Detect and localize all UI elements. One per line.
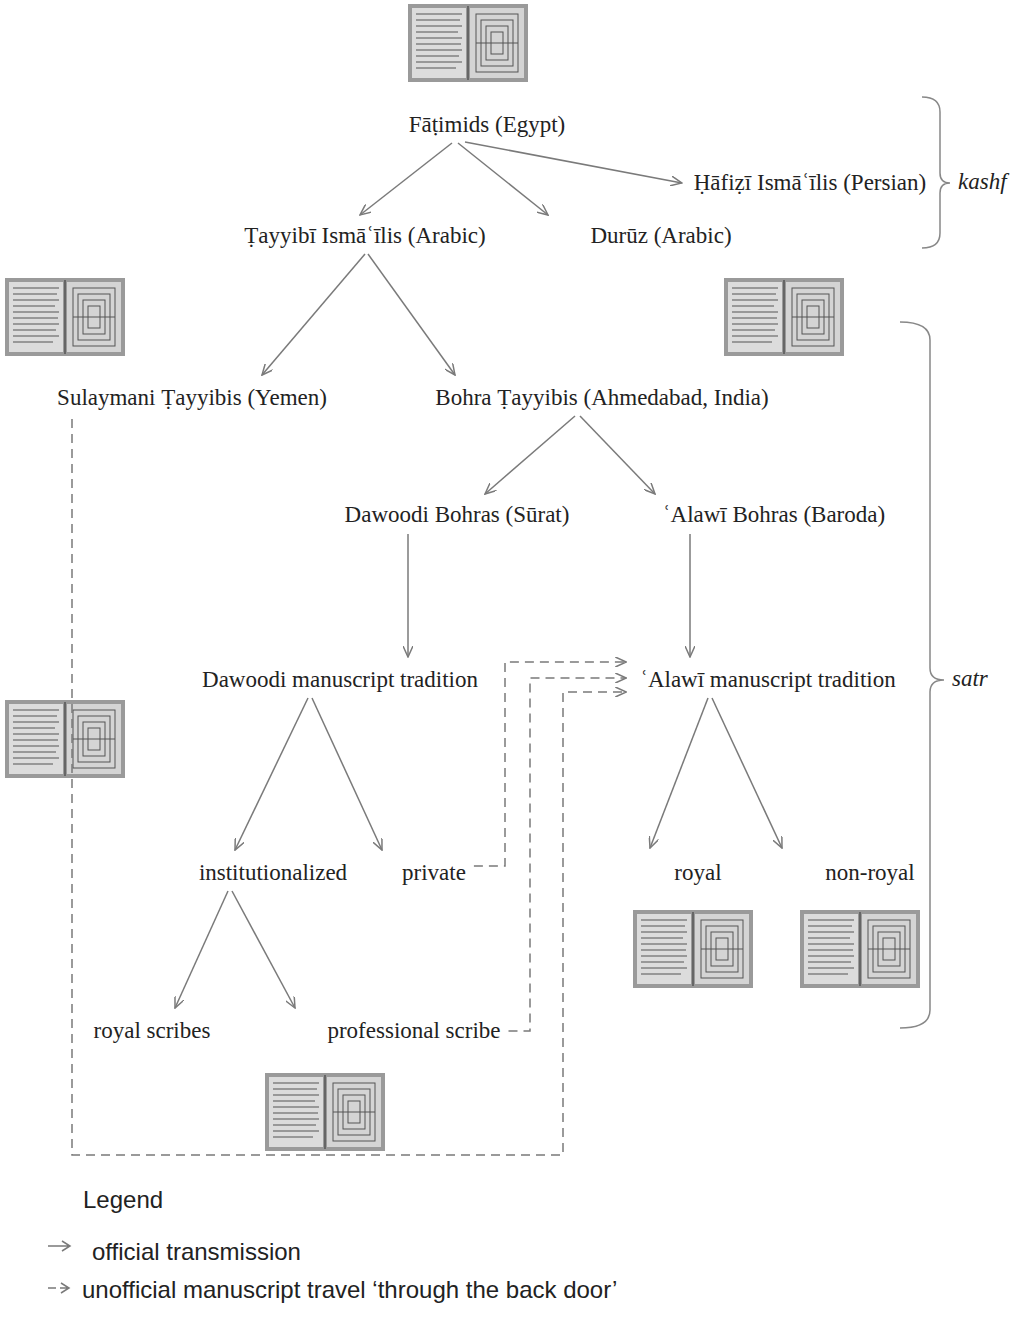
branch-node: Durūz (Arabic) [586,221,735,251]
category-node: royal [670,858,725,888]
manuscript-image [724,278,844,356]
branch-node: Sulaymani Ṭayyibis (Yemen) [53,383,331,413]
transmission-arrow [407,534,409,657]
node-text: professional scribe [327,1018,500,1043]
node-text: Ḥāfiẓī Ismāʿīlis (Persian) [694,170,926,195]
transmission-arrow [580,416,655,494]
transmission-arrow [689,534,691,657]
legend-text: unofficial manuscript travel ‘through th… [82,1276,617,1304]
transmission-arrow [175,891,228,1008]
category-node: royal scribes [90,1016,215,1046]
legend-text: official transmission [92,1238,301,1266]
phase-label: kashf [956,169,1009,195]
node-text: Durūz (Arabic) [590,223,731,248]
category-node: institutionalized [195,858,351,888]
transmission-arrow [232,891,295,1008]
branch-node: ʿAlawī Bohras (Baroda) [659,500,889,530]
dynasty-node: Fāṭimids (Egypt) [405,110,570,140]
node-text: private [402,860,466,885]
node-text: ʿAlawī Bohras (Baroda) [663,502,885,527]
transmission-arrow [650,698,708,848]
legend-heading-text: Legend [83,1186,163,1213]
unofficial-travel-arrow [509,678,627,1031]
unofficial-travel-arrow [72,419,626,1155]
category-node: non-royal [821,858,918,888]
manuscript-image [633,910,753,988]
branch-node: Dawoodi Bohras (Sūrat) [341,500,574,530]
phase-label: satr [950,666,990,692]
node-text: Sulaymani Ṭayyibis (Yemen) [57,385,327,410]
phase-label-text: satr [952,666,988,691]
transmission-arrow [262,254,365,375]
node-text: ʿAlawī manuscript tradition [640,667,896,692]
node-text: Ṭayyibī Ismāʿīlis (Arabic) [244,223,485,248]
transmission-arrow [312,698,382,850]
category-node: private [398,858,470,888]
tradition-node: ʿAlawī manuscript tradition [636,665,900,695]
legend-row: unofficial manuscript travel ‘through th… [46,1276,617,1304]
phase-label-text: kashf [958,169,1007,194]
legend-row: official transmission [46,1238,301,1266]
manuscript-image [5,700,125,778]
node-text: royal scribes [94,1018,211,1043]
transmission-arrow [485,416,575,494]
legend-sample [46,1238,76,1266]
legend-sample [46,1276,76,1304]
node-text: institutionalized [199,860,347,885]
branch-node: Ṭayyibī Ismāʿīlis (Arabic) [240,221,489,251]
transmission-arrow [712,698,782,848]
transmission-arrow [458,143,548,215]
legend-heading: Legend [83,1186,163,1214]
manuscript-image [408,4,528,82]
node-text: non-royal [825,860,914,885]
node-text: Dawoodi manuscript tradition [202,667,478,692]
node-text: royal [674,860,721,885]
branch-node: Bohra Ṭayyibis (Ahmedabad, India) [431,383,772,413]
node-text: Bohra Ṭayyibis (Ahmedabad, India) [435,385,768,410]
node-text: Fāṭimids (Egypt) [409,112,566,137]
transmission-arrow [465,142,682,183]
category-node: professional scribe [323,1016,504,1046]
manuscript-image [265,1073,385,1151]
manuscript-image [5,278,125,356]
manuscript-image [800,910,920,988]
transmission-arrow [360,143,452,215]
node-text: Dawoodi Bohras (Sūrat) [345,502,570,527]
transmission-arrow [368,254,455,375]
tradition-node: Dawoodi manuscript tradition [198,665,482,695]
transmission-arrow [235,698,308,850]
satr-brace [900,322,944,1028]
branch-node: Ḥāfiẓī Ismāʿīlis (Persian) [690,168,930,198]
